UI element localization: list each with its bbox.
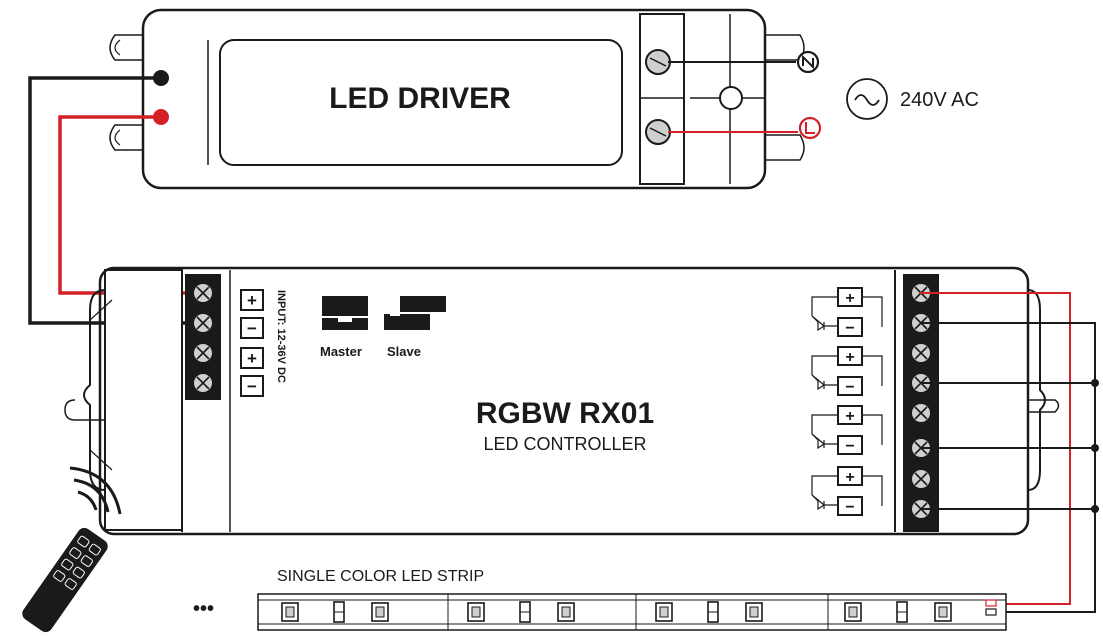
plus-sign: + <box>845 349 854 366</box>
output-terminal-screw <box>910 402 932 424</box>
neutral-symbol <box>796 50 820 74</box>
strip-label: SINGLE COLOR LED STRIP <box>277 568 484 585</box>
output-terminal-screw <box>910 342 932 364</box>
remote-button <box>69 547 82 559</box>
input-polarity-markings: + − + − <box>240 289 264 397</box>
strip-continuation: ••• <box>193 598 214 620</box>
input-terminal-screw <box>192 312 214 334</box>
output-channel: +− <box>811 287 883 337</box>
minus-sign: − <box>845 499 854 516</box>
svg-text:+: + <box>247 291 257 310</box>
strip-segment <box>655 601 763 623</box>
earth-terminal <box>719 86 743 110</box>
mains-wiring: 240V AC <box>668 50 979 140</box>
driver-label: LED DRIVER <box>329 82 511 115</box>
plus-sign: + <box>845 290 854 307</box>
remote-button <box>64 578 77 590</box>
minus-sign: − <box>845 379 854 396</box>
svg-text:−: − <box>247 377 257 396</box>
slave-label: Slave <box>387 344 421 359</box>
input-terminal-screw <box>192 372 214 394</box>
remote-button <box>53 570 66 582</box>
live-symbol <box>798 116 822 140</box>
controller-subtitle: LED CONTROLLER <box>483 434 646 454</box>
svg-text:−: − <box>247 319 257 338</box>
mains-voltage-label: 240V AC <box>900 89 979 111</box>
output-channel: +− <box>811 405 883 455</box>
input-voltage-label: INPUT: 12-36V DC <box>275 290 287 383</box>
led-controller: + − + − INPUT: 12-36V DC Master Slave RG… <box>64 266 1060 536</box>
ac-source-icon <box>846 78 888 120</box>
led-driver: LED DRIVER <box>109 8 805 190</box>
slave-switch-icon <box>384 296 446 330</box>
output-terminal-screw <box>910 468 932 490</box>
remote-button <box>72 566 85 579</box>
plus-sign: + <box>845 408 854 425</box>
svg-text:+: + <box>247 349 257 368</box>
master-label: Master <box>320 344 362 359</box>
remote-control <box>22 466 122 633</box>
remote-button <box>77 535 90 548</box>
master-switch-icon <box>322 296 368 330</box>
remote-button <box>61 558 74 571</box>
plus-sign: + <box>845 469 854 486</box>
driver-terminal-l <box>645 119 671 145</box>
strip-segment <box>844 601 952 623</box>
strip-segment <box>467 601 575 623</box>
input-terminal-screw <box>192 342 214 364</box>
strip-segment <box>281 601 389 623</box>
output-channel-markings: +−+−+−+− <box>811 287 883 516</box>
input-terminal-screw <box>192 282 214 304</box>
output-channel: +− <box>811 346 883 396</box>
driver-terminal-n <box>645 49 671 75</box>
minus-sign: − <box>845 320 854 337</box>
remote-button <box>80 555 93 567</box>
minus-sign: − <box>845 438 854 455</box>
strip-wiring <box>920 292 1099 613</box>
wireless-signal-icon <box>69 466 122 515</box>
output-channel: +− <box>811 466 883 516</box>
controller-model: RGBW RX01 <box>476 397 654 430</box>
remote-button <box>88 543 101 556</box>
led-strip: SINGLE COLOR LED STRIP ••• <box>193 568 1007 631</box>
